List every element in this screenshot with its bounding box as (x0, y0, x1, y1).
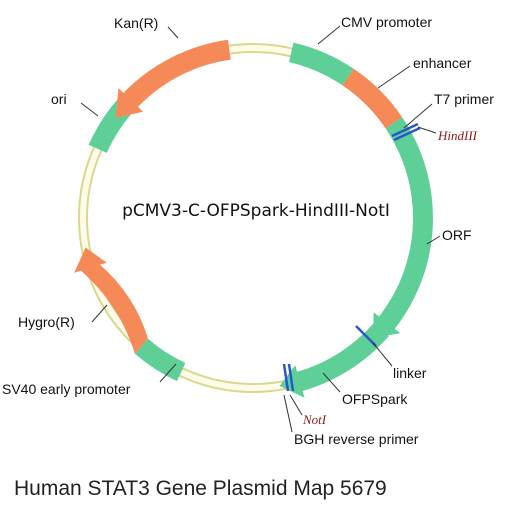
kan-label: Kan(R) (114, 15, 158, 31)
ofpspark-leader (322, 372, 341, 393)
kan-feature (115, 39, 231, 119)
orf-label: ORF (442, 227, 472, 243)
bgh-reverse-primer-label: BGH reverse primer (294, 431, 419, 447)
hindiii-site-label: HindIII (437, 128, 478, 143)
bgh-leader (283, 394, 293, 433)
map-caption: Human STAT3 Gene Plasmid Map 5679 (14, 477, 387, 500)
ori-label: ori (51, 91, 67, 107)
plasmid-name: pCMV3-C-OFPSpark-HindIII-NotI (122, 201, 390, 221)
sv40-leader (159, 363, 177, 383)
kan-leader (167, 26, 179, 39)
linker-label: linker (393, 365, 427, 381)
enhancer-leader (377, 65, 411, 89)
sv40-early-promoter-label: SV40 early promoter (2, 381, 131, 397)
noti-site-marker-2 (287, 363, 295, 392)
ori-leader (80, 102, 99, 117)
orf-leader (426, 235, 441, 245)
linker-site-marker (355, 325, 377, 347)
hindiii-site-marker-1 (391, 122, 419, 138)
linker-leader (372, 342, 393, 367)
hindiii-site-marker-2 (393, 126, 421, 142)
noti-site-marker-1 (282, 363, 290, 392)
hygro-feature (74, 247, 148, 354)
hygro-leader (91, 304, 108, 323)
cmv-promoter-feature (289, 42, 354, 86)
noti-leader (289, 394, 303, 416)
cmv-promoter-label: CMV promoter (341, 14, 432, 30)
hindiii-leader (417, 126, 437, 134)
enhancer-feature (342, 68, 403, 129)
cmv-leader (317, 25, 341, 45)
sv40-promoter-feature (134, 338, 186, 382)
ofpspark-label: OFPSpark (342, 391, 408, 407)
noti-site-label: NotI (302, 412, 327, 427)
enhancer-label: enhancer (413, 55, 472, 71)
ofpspark-feature (279, 323, 389, 398)
t7-primer-label: T7 primer (434, 91, 494, 107)
t7-leader (403, 103, 433, 129)
orf-feature (373, 117, 433, 339)
hygro-label: Hygro(R) (18, 314, 75, 330)
